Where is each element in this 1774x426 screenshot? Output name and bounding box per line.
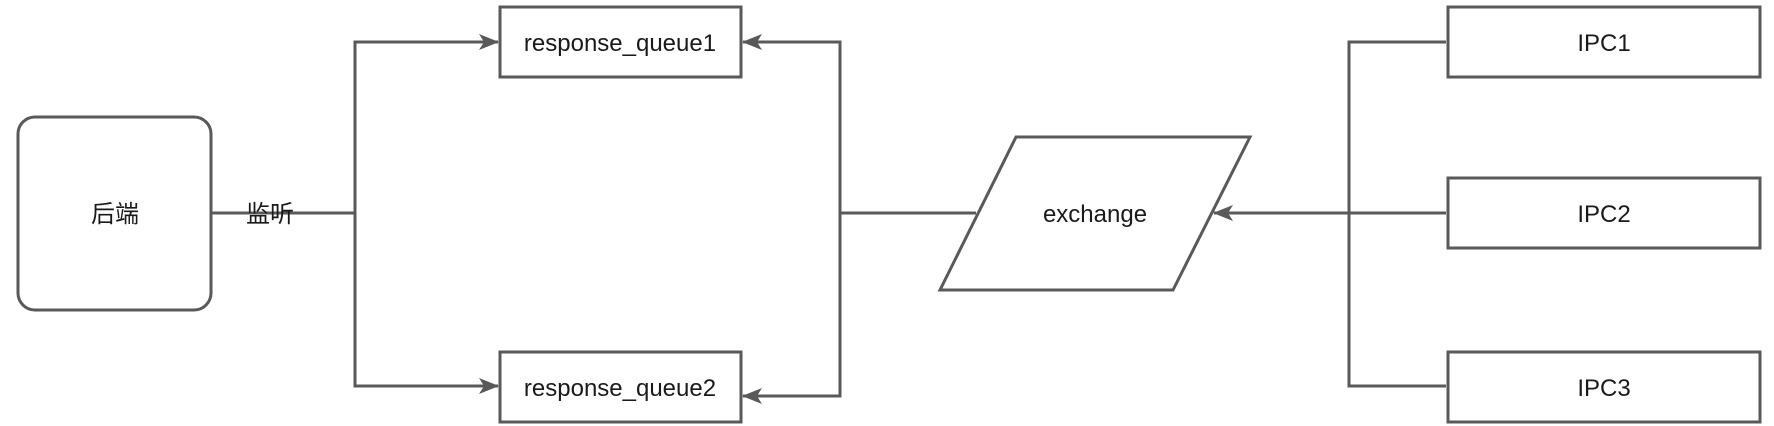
- node-exchange-label: exchange: [1043, 201, 1147, 228]
- edges: [212, 34, 1446, 404]
- node-exchange-shape: [937, 135, 1253, 292]
- node-ipc1-shape: [1446, 5, 1762, 79]
- node-ipc2-shape: [1446, 176, 1762, 250]
- node-ipc3-shape: [1446, 350, 1762, 424]
- node-ipc3: IPC3: [1446, 350, 1762, 424]
- edge-ipc1-to-bus: [1347, 40, 1446, 213]
- node-ipc3-label: IPC3: [1577, 375, 1630, 402]
- edge-ipc3-to-bus: [1347, 213, 1446, 388]
- node-response-queue2: response_queue2: [498, 350, 743, 424]
- node-ipc1: IPC1: [1446, 5, 1762, 79]
- node-response-queue2-label: response_queue2: [524, 375, 716, 402]
- node-ipc1-label: IPC1: [1577, 30, 1630, 57]
- node-ipc2: IPC2: [1446, 176, 1762, 250]
- node-response-queue1-shape: [498, 5, 743, 79]
- node-backend-label: 后端: [91, 201, 139, 228]
- edge-label-listen: 监听: [246, 201, 294, 228]
- node-ipc2-label: IPC2: [1577, 201, 1630, 228]
- node-response-queue2-shape: [498, 350, 743, 424]
- edge-split-to-queue1: [353, 34, 499, 213]
- node-backend: 后端: [16, 115, 213, 312]
- node-backend-shape: [16, 115, 213, 312]
- edge-exchange-to-queue2: [742, 213, 842, 404]
- edge-exchange-to-queue1: [742, 34, 842, 213]
- node-response-queue1: response_queue1: [498, 5, 743, 79]
- node-response-queue1-label: response_queue1: [524, 30, 716, 57]
- edge-split-to-queue2: [353, 213, 499, 394]
- node-exchange: exchange: [937, 135, 1253, 292]
